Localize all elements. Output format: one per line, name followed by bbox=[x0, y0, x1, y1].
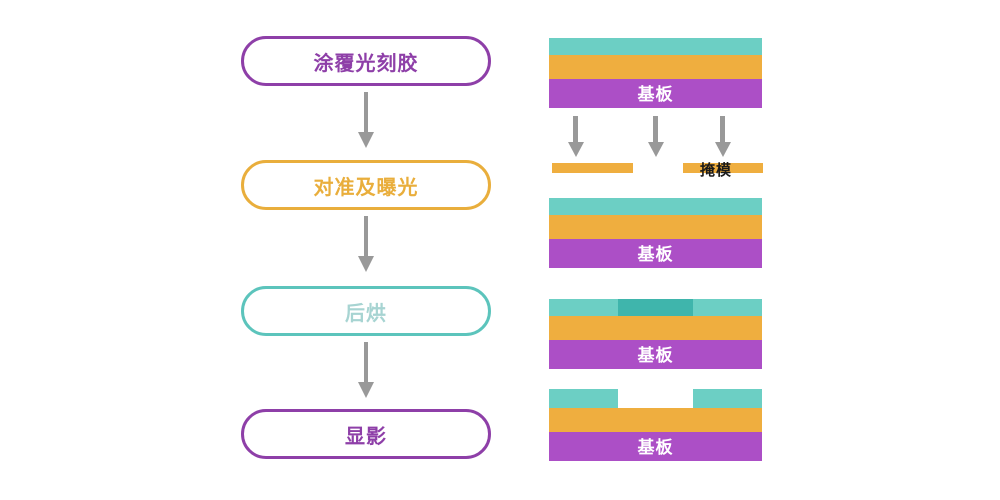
flow-step-develop-label: 显影 bbox=[345, 425, 387, 448]
stack-latent-image: 基板 bbox=[549, 299, 762, 369]
down-arrow-icon bbox=[715, 116, 731, 157]
flow-step-coat[interactable]: 涂覆光刻胶 bbox=[241, 36, 491, 86]
flow-connector-arrow-1 bbox=[355, 92, 377, 150]
flow-step-postbake[interactable]: 后烘 bbox=[241, 286, 491, 336]
flow-connector-arrow-3 bbox=[355, 342, 377, 400]
stack-coated: 基板 bbox=[549, 38, 762, 108]
flow-step-expose[interactable]: 对准及曝光 bbox=[241, 160, 491, 210]
layer-oxide bbox=[549, 316, 762, 340]
layer-photoresist-exposed bbox=[618, 299, 693, 316]
down-arrow-icon bbox=[648, 116, 664, 157]
layer-substrate: 基板 bbox=[549, 79, 762, 108]
layer-photoresist bbox=[549, 198, 762, 215]
mask-bar-right bbox=[683, 163, 763, 173]
layer-substrate: 基板 bbox=[549, 432, 762, 461]
flow-step-develop[interactable]: 显影 bbox=[241, 409, 491, 459]
substrate-label: 基板 bbox=[637, 245, 674, 264]
layer-oxide bbox=[549, 408, 762, 432]
exposure-arrow-3 bbox=[714, 116, 732, 158]
substrate-label: 基板 bbox=[637, 85, 674, 104]
flow-connector-arrow-2 bbox=[355, 216, 377, 274]
layer-oxide bbox=[549, 55, 762, 79]
exposure-arrow-2 bbox=[647, 116, 665, 158]
layer-photoresist-right bbox=[693, 389, 762, 408]
layer-substrate: 基板 bbox=[549, 340, 762, 369]
layer-photoresist-left bbox=[549, 389, 618, 408]
substrate-label: 基板 bbox=[637, 346, 674, 365]
down-arrow-icon bbox=[358, 342, 374, 398]
stack-exposed: 基板 bbox=[549, 198, 762, 268]
layer-oxide bbox=[549, 215, 762, 239]
mask-bar-left bbox=[552, 163, 633, 173]
down-arrow-icon bbox=[358, 92, 374, 148]
flow-step-coat-label: 涂覆光刻胶 bbox=[313, 52, 419, 75]
down-arrow-icon bbox=[358, 216, 374, 272]
stack-developed: 基板 bbox=[549, 389, 762, 461]
substrate-label: 基板 bbox=[637, 438, 674, 457]
layer-substrate: 基板 bbox=[549, 239, 762, 268]
layer-photoresist bbox=[549, 38, 762, 55]
flow-step-postbake-label: 后烘 bbox=[345, 302, 387, 325]
mask-label: 掩模 bbox=[700, 162, 733, 179]
flow-step-expose-label: 对准及曝光 bbox=[313, 176, 419, 199]
down-arrow-icon bbox=[568, 116, 584, 157]
exposure-arrow-1 bbox=[567, 116, 585, 158]
